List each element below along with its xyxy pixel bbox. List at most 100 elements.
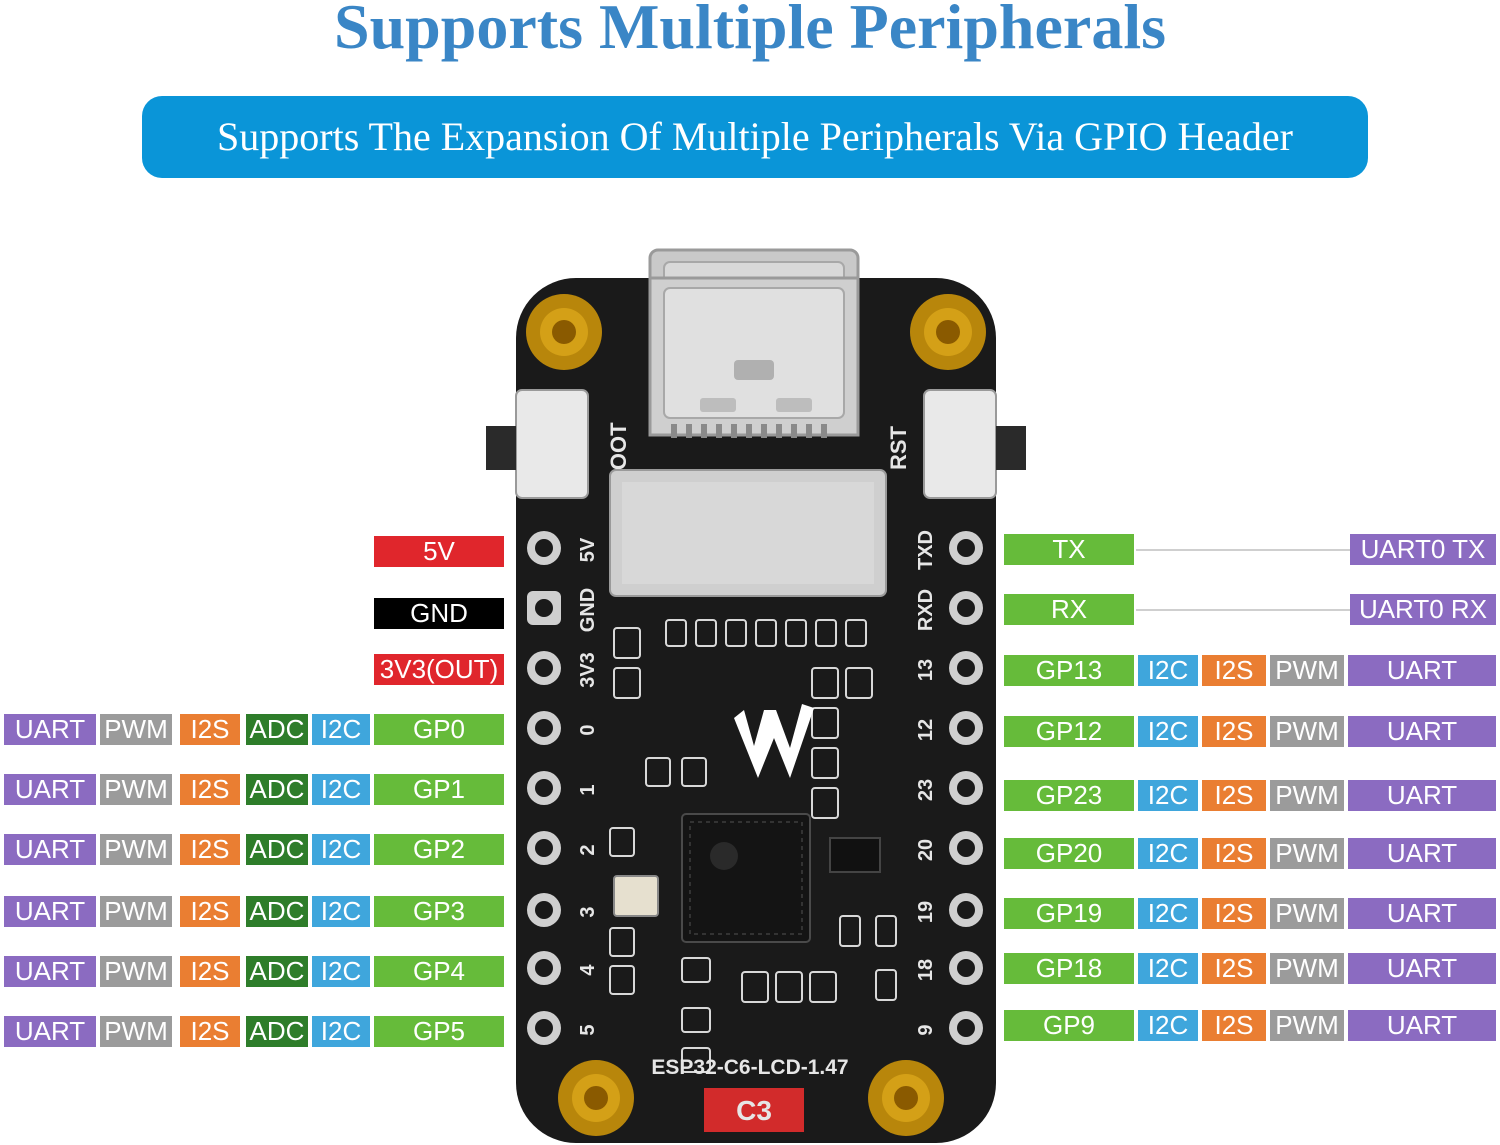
header-hole-center bbox=[535, 839, 553, 857]
pin-function-i2s: I2S bbox=[1202, 716, 1266, 747]
pin-function-adc: ADC bbox=[246, 834, 308, 865]
header-hole-center bbox=[535, 959, 553, 977]
silkscreen-label: 18 bbox=[915, 959, 937, 981]
pin-name-gp0: GP0 bbox=[374, 714, 504, 745]
pin-function-pwm: PWM bbox=[1270, 780, 1344, 811]
pin-function-i2c: I2C bbox=[1138, 655, 1198, 686]
brand-logo bbox=[734, 704, 814, 778]
pin-name-5v: 5V bbox=[374, 536, 504, 567]
pin-function-pwm: PWM bbox=[100, 774, 172, 805]
smd-pads bbox=[609, 619, 897, 1073]
pin-name-gp23: GP23 bbox=[1004, 780, 1134, 811]
pin-function-adc: ADC bbox=[246, 956, 308, 987]
header-hole-center bbox=[957, 901, 975, 919]
subtitle-banner: Supports The Expansion Of Multiple Perip… bbox=[142, 96, 1368, 178]
silkscreen-label: 3V3 bbox=[577, 652, 599, 688]
pin-function-pwm: PWM bbox=[1270, 716, 1344, 747]
header-hole-center bbox=[957, 779, 975, 797]
pin-name-gp12: GP12 bbox=[1004, 716, 1134, 747]
pin-function-adc: ADC bbox=[246, 1016, 308, 1047]
pin-function-adc: ADC bbox=[246, 714, 308, 745]
header-hole-center bbox=[957, 539, 975, 557]
pin-function-i2c: I2C bbox=[1138, 780, 1198, 811]
pin-name-gp3: GP3 bbox=[374, 896, 504, 927]
page-title: Supports Multiple Peripherals bbox=[333, 0, 1167, 62]
header-hole-center bbox=[957, 839, 975, 857]
header-hole-center bbox=[957, 599, 975, 617]
chip-mark: C3 bbox=[736, 1095, 772, 1126]
silkscreen-label: 3 bbox=[577, 906, 599, 917]
pin-function-i2s: I2S bbox=[180, 956, 240, 987]
pin-function-uart: UART bbox=[1348, 838, 1496, 869]
pin-function-uart: UART bbox=[4, 834, 96, 865]
pin-function-adc: ADC bbox=[246, 774, 308, 805]
silkscreen-label: 2 bbox=[577, 844, 599, 855]
pin-function-uart: UART bbox=[1348, 716, 1496, 747]
pin-function-uart: UART bbox=[1348, 898, 1496, 929]
pin-function-i2s: I2S bbox=[1202, 898, 1266, 929]
silkscreen-label: RXD bbox=[915, 589, 937, 631]
silkscreen-label: 0 bbox=[577, 724, 599, 735]
reset-label: RST bbox=[886, 425, 911, 470]
pin-function-pwm: PWM bbox=[100, 834, 172, 865]
pin-function-pwm: PWM bbox=[1270, 1010, 1344, 1041]
pin-name-rx: RX bbox=[1004, 594, 1134, 625]
silkscreen-label: 13 bbox=[915, 659, 937, 681]
silkscreen-label: 9 bbox=[915, 1024, 937, 1035]
mounting-hole bbox=[558, 1060, 634, 1136]
pin-function-i2c: I2C bbox=[312, 956, 370, 987]
pin-function-i2c: I2C bbox=[1138, 838, 1198, 869]
pin-name-gp20: GP20 bbox=[1004, 838, 1134, 869]
header-hole-center bbox=[957, 1019, 975, 1037]
pin-function-i2c: I2C bbox=[312, 1016, 370, 1047]
pin-function-i2s: I2S bbox=[180, 774, 240, 805]
pin-function-pwm: PWM bbox=[1270, 953, 1344, 984]
pin-function-i2s: I2S bbox=[1202, 780, 1266, 811]
pin-function-i2s: I2S bbox=[1202, 1010, 1266, 1041]
pin-function-i2c: I2C bbox=[1138, 1010, 1198, 1041]
pin-name-gp5: GP5 bbox=[374, 1016, 504, 1047]
pin-function-i2c: I2C bbox=[1138, 898, 1198, 929]
leader-line bbox=[1136, 609, 1350, 611]
header-hole-center bbox=[535, 659, 553, 677]
reset-button[interactable] bbox=[923, 389, 997, 499]
pin-name-gp9: GP9 bbox=[1004, 1010, 1134, 1041]
main-chip bbox=[681, 813, 811, 943]
mounting-hole bbox=[910, 294, 986, 370]
pin-function-i2c: I2C bbox=[312, 774, 370, 805]
pin-function-pwm: PWM bbox=[100, 956, 172, 987]
pin-function-i2s: I2S bbox=[180, 714, 240, 745]
mounting-hole bbox=[868, 1060, 944, 1136]
header-hole-center bbox=[535, 719, 553, 737]
silkscreen-label: 5 bbox=[577, 1024, 599, 1035]
silkscreen-label: 5V bbox=[577, 537, 599, 562]
pin-function-i2c: I2C bbox=[312, 834, 370, 865]
silkscreen-label: 20 bbox=[915, 839, 937, 861]
header-hole-center bbox=[535, 599, 553, 617]
pin-function-i2c: I2C bbox=[1138, 953, 1198, 984]
pin-name-gnd: GND bbox=[374, 598, 504, 629]
pin-function-uart: UART bbox=[1348, 780, 1496, 811]
pin-function-uart0: UART0 TX bbox=[1350, 534, 1496, 565]
pin-name-gp2: GP2 bbox=[374, 834, 504, 865]
silkscreen-label: GND bbox=[577, 588, 599, 632]
silkscreen-label: TXD bbox=[915, 530, 937, 570]
silkscreen-label: 12 bbox=[915, 719, 937, 741]
pin-name-gp13: GP13 bbox=[1004, 655, 1134, 686]
pin-function-pwm: PWM bbox=[100, 896, 172, 927]
pin-function-i2s: I2S bbox=[180, 896, 240, 927]
leader-line bbox=[1136, 549, 1350, 551]
header-hole-center bbox=[957, 719, 975, 737]
pin-function-i2c: I2C bbox=[312, 714, 370, 745]
pin-function-uart: UART bbox=[1348, 1010, 1496, 1041]
pin-function-pwm: PWM bbox=[1270, 838, 1344, 869]
pin-function-i2s: I2S bbox=[1202, 655, 1266, 686]
header-hole-center bbox=[957, 959, 975, 977]
boot-button[interactable] bbox=[515, 389, 589, 499]
header-hole-center bbox=[535, 901, 553, 919]
pin-function-i2s: I2S bbox=[180, 834, 240, 865]
crystal bbox=[613, 875, 659, 917]
pin-name-gp19: GP19 bbox=[1004, 898, 1134, 929]
pin-name-gp18: GP18 bbox=[1004, 953, 1134, 984]
